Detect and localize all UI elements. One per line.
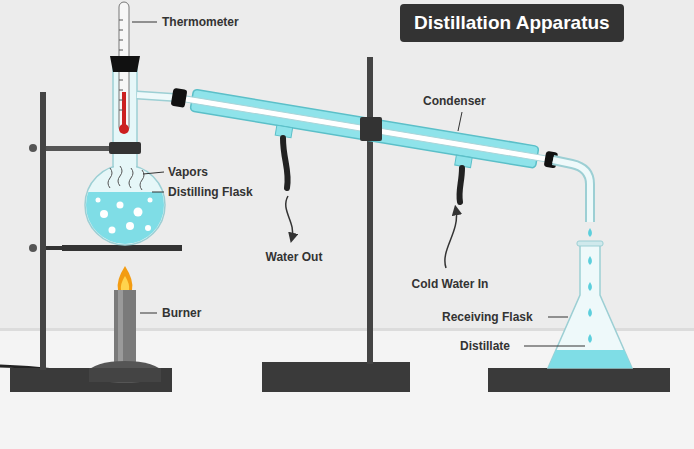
part-label: Condenser [423, 93, 486, 109]
vapors [108, 166, 144, 190]
condenser [169, 86, 559, 182]
leader-line [140, 313, 157, 314]
condenser-clamp [360, 117, 382, 141]
stopper [110, 56, 140, 72]
distilling-flask [100, 210, 108, 218]
distilling-flask [145, 225, 151, 231]
distilling-flask [126, 222, 134, 230]
gauze-plate [46, 245, 182, 251]
condenser [190, 89, 539, 168]
part-label: Burner [162, 305, 201, 321]
flask-clamp [46, 142, 141, 154]
receiving-flask [540, 350, 640, 370]
vapors [140, 170, 144, 190]
burner [118, 266, 133, 290]
drop [588, 228, 592, 343]
burner [89, 266, 161, 383]
receiving-flask [577, 241, 603, 246]
water-hose [283, 138, 288, 188]
part-label: Water Out [266, 249, 323, 265]
part-label: Vapors [168, 164, 208, 180]
title-box: Distillation Apparatus [400, 4, 624, 42]
leader-line [132, 22, 157, 23]
leader-line [152, 192, 164, 193]
flask-clamp [46, 146, 110, 151]
distilling-flask [134, 208, 143, 217]
distilling-flask [80, 192, 170, 252]
burner [89, 368, 161, 382]
adapter [553, 160, 590, 222]
distilling-flask [109, 227, 116, 234]
stand-rod [40, 92, 46, 370]
drop [588, 228, 592, 237]
stand-base [10, 368, 172, 392]
leader-line [548, 317, 568, 318]
leader-line [458, 112, 462, 131]
part-label: Receiving Flask [442, 309, 533, 325]
gauze-plate [46, 246, 62, 250]
distilling-flask [148, 198, 153, 203]
adapter [553, 160, 590, 222]
part-label: Distillate [460, 338, 510, 354]
vapors [108, 168, 112, 188]
flow-arrow [286, 196, 293, 238]
adapter [553, 160, 590, 222]
water-hose [283, 138, 462, 202]
receiving-flask [540, 350, 640, 370]
burner [118, 290, 123, 362]
leader-line [524, 346, 585, 347]
burner [121, 276, 129, 290]
condenser-clamp [360, 117, 382, 141]
part-label: Thermometer [162, 14, 239, 30]
thermometer [119, 124, 129, 134]
water-hose [459, 168, 462, 202]
distilling-flask [117, 202, 124, 209]
stand-base [488, 368, 670, 392]
stand-rod [367, 57, 373, 364]
stopper [110, 56, 140, 72]
flow-arrow [445, 210, 457, 268]
condenser [171, 88, 188, 108]
part-label: Distilling Flask [168, 184, 253, 200]
stand-base [262, 362, 410, 392]
drop [588, 308, 592, 317]
receiving-flask [548, 245, 632, 368]
leader-line [132, 22, 585, 346]
burner [114, 290, 136, 362]
vapors [118, 166, 122, 186]
gauze-plate [62, 245, 182, 251]
vapors [129, 168, 133, 188]
drop [588, 334, 592, 343]
distilling-flask [96, 198, 101, 203]
drop [588, 256, 592, 265]
stand-rod [29, 244, 37, 252]
part-label: Cold Water In [412, 276, 489, 292]
receiving-flask [540, 241, 640, 370]
condenser [176, 94, 554, 163]
distilling-flask [80, 192, 170, 252]
stand-rod [29, 144, 37, 152]
leader-line [143, 172, 164, 174]
flask-clamp [109, 142, 141, 154]
drop [588, 282, 592, 291]
burner [89, 361, 161, 383]
title-text: Distillation Apparatus [414, 11, 610, 35]
